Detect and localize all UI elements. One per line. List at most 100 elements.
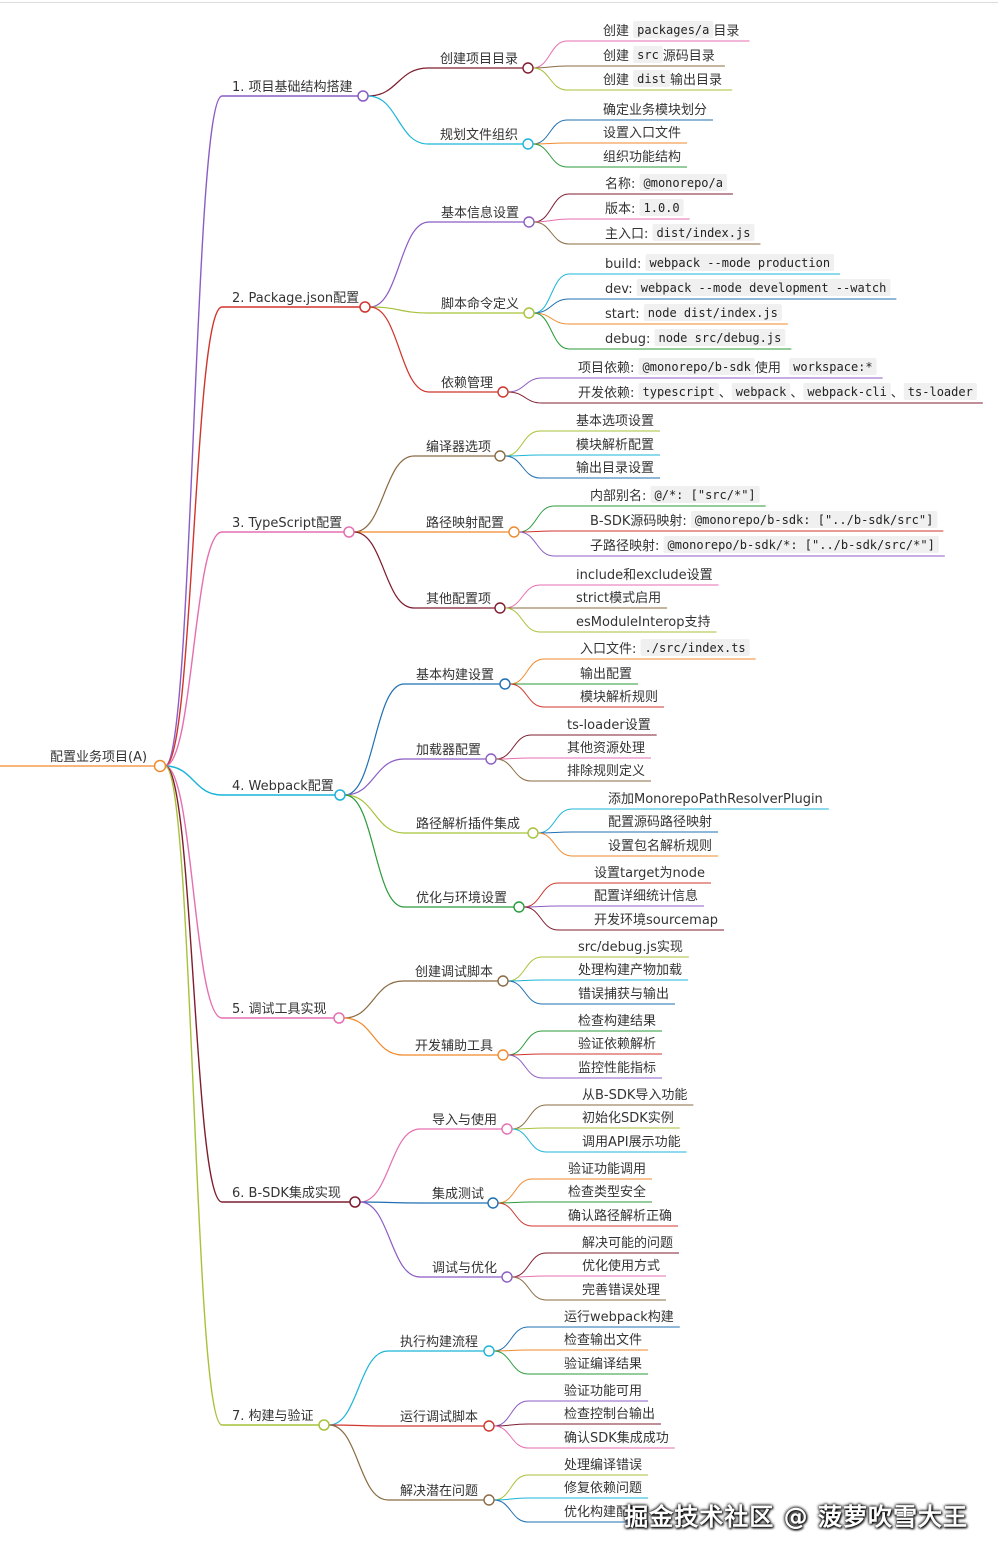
leaf-connector: [533, 273, 570, 314]
leaf-connector: [507, 980, 543, 1005]
subtopic-connector: [369, 306, 430, 314]
subtopic-node-circle: [501, 1271, 513, 1283]
leaf-label: 从B-SDK导入功能: [582, 1088, 687, 1103]
leaf-label: 创建: [603, 73, 629, 88]
leaf-label: 项目依赖:: [578, 361, 634, 376]
leaf-code-text: webpack --mode production: [649, 256, 830, 270]
leaf-label: src/debug.js实现: [578, 940, 683, 955]
subtopic-connector: [367, 95, 429, 145]
leaf-label: 确认SDK集成成功: [564, 1430, 669, 1446]
leaf-label: 设置包名解析规则: [608, 838, 712, 854]
subtopic-label: 集成测试: [432, 1186, 484, 1202]
subtopic-label: 其他配置项: [426, 592, 491, 607]
leaf-label: 组织功能结构: [603, 150, 681, 165]
branch-connector: [164, 306, 223, 767]
leaf-label: debug:: [605, 332, 650, 347]
branch-label: 3. TypeScript配置: [232, 516, 342, 531]
leaf-label: 模块解析配置: [576, 438, 654, 453]
leaf-label: 设置入口文件: [603, 126, 681, 141]
leaf-connector: [523, 882, 559, 908]
leaf-label: 配置源码路径映射: [608, 814, 712, 830]
subtopic-node-circle: [497, 386, 509, 398]
code-background: [633, 21, 714, 38]
subtopic-node-circle: [523, 307, 535, 319]
subtopic-node-circle: [497, 975, 509, 987]
subtopic-label: 调试与优化: [432, 1261, 497, 1276]
branch-node-circle: [318, 1419, 330, 1431]
leaf-label: 排除规则定义: [567, 764, 645, 779]
leaf-label: start:: [605, 307, 640, 322]
subtopic-node-circle: [523, 216, 535, 228]
subtopic-label: 执行构建流程: [400, 1335, 478, 1350]
leaf-label: 模块解析规则: [580, 690, 658, 705]
leaf-code-text: webpack: [736, 385, 787, 399]
code-background: [903, 383, 977, 400]
branch-label: 4. Webpack配置: [232, 779, 334, 794]
subtopic-node-circle: [522, 138, 534, 150]
leaf-code-text: packages/a: [637, 23, 709, 37]
leaf-connector: [511, 1128, 547, 1153]
branch-label: 1. 项目基础结构搭建: [232, 79, 353, 95]
leaf-connector: [511, 1276, 547, 1301]
leaf-label: 错误捕获与输出: [578, 986, 669, 1002]
leaf-code-text: @monorepo/b-sdk: ["../b-sdk/src"]: [695, 513, 933, 527]
code-background: [652, 224, 755, 241]
subtopic-connector: [369, 306, 430, 393]
subtopic-connector: [343, 1017, 404, 1056]
leaf-connector: [507, 956, 543, 982]
subtopic-node-circle: [483, 1494, 495, 1506]
leaf-label: 、: [719, 386, 732, 401]
subtopic-connector: [328, 1350, 389, 1426]
subtopic-connector: [328, 1424, 389, 1501]
subtopic-node-circle: [497, 1049, 509, 1061]
top-divider: [0, 2, 998, 3]
leaf-connector: [537, 832, 573, 857]
leaf-code-text: src: [637, 48, 659, 62]
leaf-label: 输出配置: [580, 666, 632, 682]
code-background: [650, 486, 760, 503]
leaf-code-text: webpack --mode development --watch: [641, 281, 887, 295]
leaf-label: B-SDK源码映射:: [590, 513, 687, 529]
root-node-circle: [153, 759, 167, 773]
branch-node-circle: [343, 526, 355, 538]
code-background: [639, 174, 727, 191]
node-circles: [153, 62, 539, 1506]
code-background: [643, 304, 782, 321]
leaf-label: strict模式启用: [576, 591, 661, 606]
leaf-label: 解决可能的问题: [582, 1235, 673, 1251]
leaf-connector: [493, 1326, 529, 1352]
leaf-connector: [533, 193, 570, 223]
subtopic-node-circle: [522, 62, 534, 74]
subtopic-node-circle: [508, 526, 520, 538]
subtopic-node-circle: [499, 678, 511, 690]
leaf-connector: [497, 1178, 533, 1204]
branch-connector: [164, 765, 223, 796]
leaf-connector: [511, 1104, 547, 1130]
leaf-label: 版本:: [605, 202, 635, 217]
leaf-label: 处理构建产物加载: [578, 963, 682, 978]
leaf-connector: [537, 808, 573, 834]
subtopic-label: 依赖管理: [441, 376, 493, 391]
leaf-connector: [507, 391, 543, 404]
subtopic-connector: [344, 794, 405, 908]
leaf-label: 配置详细统计信息: [594, 888, 698, 904]
leaf-label: 运行webpack构建: [564, 1310, 674, 1325]
branch-connector: [164, 765, 223, 1203]
leaf-code-text: workspace:*: [793, 360, 872, 374]
leaf-code-text: dist/index.js: [657, 226, 751, 240]
subtopic-node-circle: [527, 827, 539, 839]
leaf-connector: [493, 1425, 529, 1449]
leaf-connector: [532, 143, 568, 168]
leaf-label: 验证功能可用: [564, 1383, 642, 1399]
code-background: [639, 199, 684, 216]
subtopic-label: 规划文件组织: [440, 128, 518, 143]
leaf-label: 名称:: [605, 176, 635, 192]
code-background: [638, 383, 719, 400]
leaf-connector: [495, 758, 532, 782]
leaf-label: 处理编译错误: [564, 1458, 642, 1473]
leaf-connector: [518, 531, 555, 557]
subtopic-connector: [344, 758, 405, 796]
leaf-label: 入口文件:: [580, 642, 636, 657]
subtopic-connector: [344, 683, 405, 796]
